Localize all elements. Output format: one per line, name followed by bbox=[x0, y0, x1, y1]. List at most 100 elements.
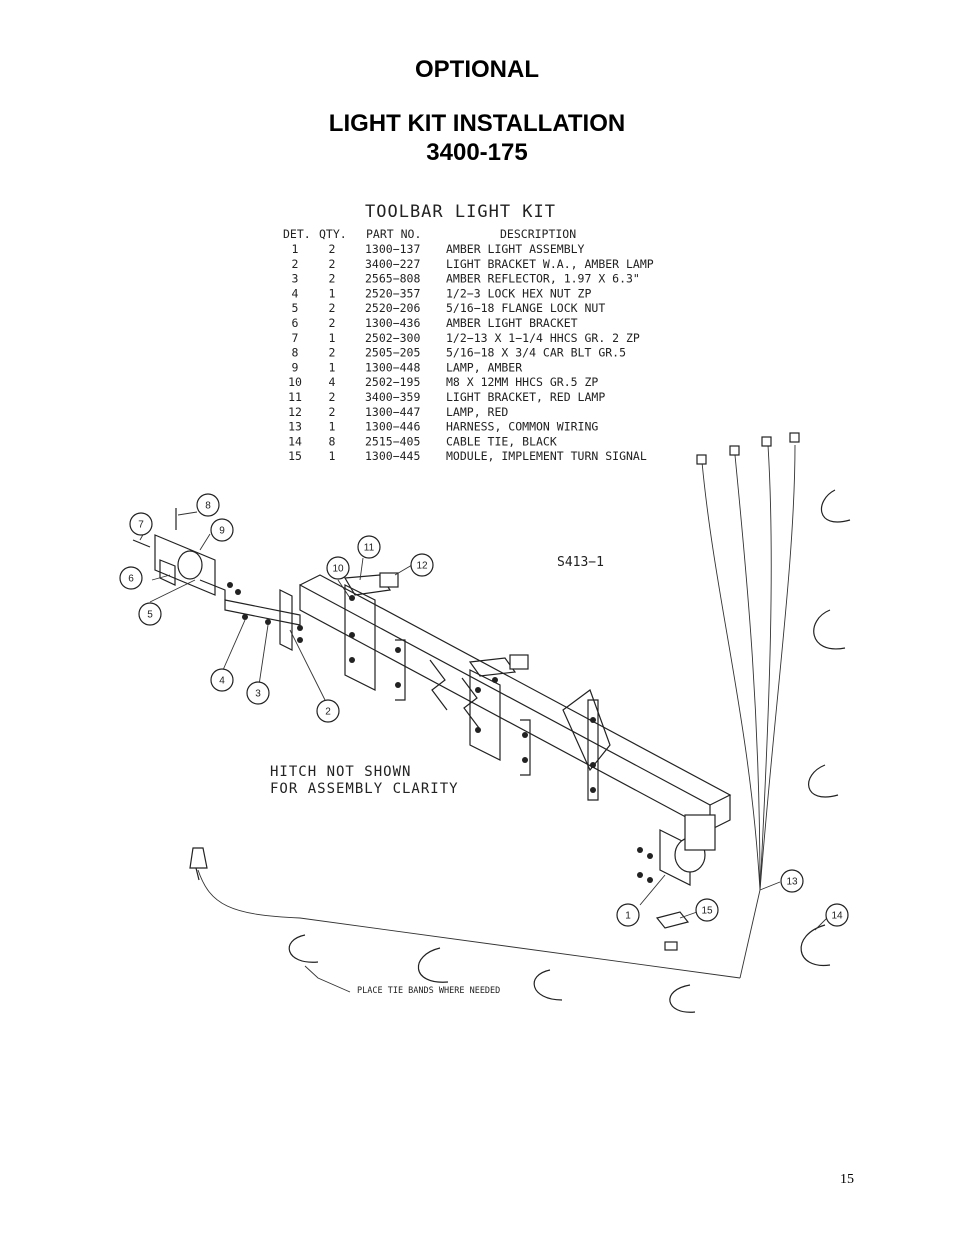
parts-row-qty: 2 bbox=[329, 405, 336, 419]
parts-row-det: 7 bbox=[292, 331, 299, 345]
parts-row-desc: HARNESS, COMMON WIRING bbox=[446, 420, 598, 434]
balloon-circle bbox=[316, 699, 340, 723]
balloon-label: 12 bbox=[416, 561, 428, 572]
drawing-code: S413−1 bbox=[557, 555, 604, 570]
parts-row-qty: 1 bbox=[329, 331, 336, 345]
parts-row-qty: 4 bbox=[329, 375, 336, 389]
parts-row-det: 9 bbox=[292, 360, 299, 374]
parts-row-part: 3400−227 bbox=[365, 257, 420, 271]
col-part-no: PART NO. bbox=[366, 227, 421, 241]
balloon-label: 1 bbox=[625, 911, 631, 922]
parts-row-part: 2505−205 bbox=[365, 346, 420, 360]
balloon-circle bbox=[825, 903, 849, 927]
cable-ties bbox=[288, 489, 851, 1013]
parts-row-desc: LIGHT BRACKET, RED LAMP bbox=[446, 390, 605, 404]
title-part-number: 3400-175 bbox=[426, 139, 528, 166]
parts-row-part: 2515−405 bbox=[365, 434, 420, 448]
parts-row-qty: 2 bbox=[329, 390, 336, 404]
parts-row-det: 10 bbox=[288, 375, 302, 389]
kit-title: TOOLBAR LIGHT KIT bbox=[365, 202, 556, 222]
left-amber-light-assembly bbox=[132, 508, 241, 600]
parts-row-det: 5 bbox=[292, 301, 299, 315]
parts-row-qty: 1 bbox=[329, 449, 336, 463]
parts-row-desc: LAMP, AMBER bbox=[446, 360, 522, 374]
balloon-circle bbox=[246, 681, 270, 705]
parts-row-part: 1300−446 bbox=[365, 420, 420, 434]
balloon-circle bbox=[196, 493, 220, 517]
title-optional: OPTIONAL bbox=[415, 56, 539, 83]
parts-row-desc: LAMP, RED bbox=[446, 405, 508, 419]
col-det: DET. bbox=[283, 227, 311, 241]
parts-row-det: 8 bbox=[292, 346, 299, 360]
parts-row-part: 1300−137 bbox=[365, 242, 420, 256]
balloon-label: 9 bbox=[219, 526, 225, 537]
balloon-circle bbox=[780, 869, 804, 893]
parts-row-part: 2502−300 bbox=[365, 331, 420, 345]
parts-row-det: 11 bbox=[288, 390, 302, 404]
balloon-circle bbox=[410, 553, 434, 577]
parts-row-part: 2565−808 bbox=[365, 272, 420, 286]
red-light-bracket-left bbox=[344, 572, 406, 701]
parts-row-qty: 1 bbox=[329, 420, 336, 434]
parts-row-qty: 1 bbox=[329, 286, 336, 300]
balloon-circle bbox=[129, 512, 153, 536]
balloon-label: 14 bbox=[831, 911, 843, 922]
parts-row-part: 1300−436 bbox=[365, 316, 420, 330]
parts-row-desc: AMBER LIGHT BRACKET bbox=[446, 316, 578, 330]
balloon-circle bbox=[616, 903, 640, 927]
page-number: 15 bbox=[840, 1172, 854, 1187]
parts-row-desc: 1/2−13 X 1−1/4 HHCS GR. 2 ZP bbox=[446, 331, 640, 345]
balloon-circle bbox=[138, 602, 162, 626]
parts-row-part: 1300−445 bbox=[365, 449, 420, 463]
parts-row-det: 15 bbox=[288, 449, 302, 463]
parts-row-desc: 5/16−18 FLANGE LOCK NUT bbox=[446, 301, 605, 315]
parts-row-desc: CABLE TIE, BLACK bbox=[446, 434, 557, 448]
parts-table: TOOLBAR LIGHT KIT DET. QTY. PART NO. DES… bbox=[283, 202, 654, 463]
left-light-bracket bbox=[224, 589, 303, 651]
parts-row-part: 2520−357 bbox=[365, 286, 420, 300]
balloon-label: 4 bbox=[219, 676, 225, 687]
balloon-circle bbox=[695, 898, 719, 922]
red-light-bracket-right bbox=[468, 654, 531, 776]
parts-row-qty: 2 bbox=[329, 301, 336, 315]
parts-row-part: 1300−448 bbox=[365, 360, 420, 374]
note-hitch-line2: FOR ASSEMBLY CLARITY bbox=[270, 781, 459, 797]
note-tie-bands: PLACE TIE BANDS WHERE NEEDED bbox=[357, 986, 500, 996]
parts-row-desc: LIGHT BRACKET W.A., AMBER LAMP bbox=[446, 257, 654, 271]
parts-row-det: 3 bbox=[292, 272, 299, 286]
note-hitch-line1: HITCH NOT SHOWN bbox=[270, 764, 411, 780]
parts-row-qty: 2 bbox=[329, 316, 336, 330]
parts-row-qty: 8 bbox=[329, 434, 336, 448]
balloon-label: 11 bbox=[364, 543, 375, 554]
parts-row-desc: 5/16−18 X 3/4 CAR BLT GR.5 bbox=[446, 346, 626, 360]
parts-row-det: 1 bbox=[292, 242, 299, 256]
balloon-label: 7 bbox=[138, 520, 144, 531]
parts-row-desc: MODULE, IMPLEMENT TURN SIGNAL bbox=[446, 449, 647, 463]
balloon-label: 10 bbox=[332, 564, 344, 575]
parts-row-qty: 2 bbox=[329, 346, 336, 360]
balloon-circle bbox=[210, 518, 234, 542]
parts-row-det: 12 bbox=[288, 405, 302, 419]
parts-row-desc: AMBER LIGHT ASSEMBLY bbox=[446, 242, 585, 256]
parts-row-qty: 2 bbox=[329, 242, 336, 256]
col-description: DESCRIPTION bbox=[500, 227, 576, 241]
parts-row-desc: AMBER REFLECTOR, 1.97 X 6.3" bbox=[446, 272, 640, 286]
turn-signal-module bbox=[655, 911, 690, 951]
parts-row-part: 2520−206 bbox=[365, 301, 420, 315]
parts-row-det: 14 bbox=[288, 434, 302, 448]
parts-row-det: 6 bbox=[292, 316, 299, 330]
parts-row-part: 2502−195 bbox=[365, 375, 420, 389]
balloon-label: 6 bbox=[128, 574, 134, 585]
right-amber-light-assembly bbox=[637, 814, 716, 886]
parts-row-det: 2 bbox=[292, 257, 299, 271]
parts-row-qty: 1 bbox=[329, 360, 336, 374]
balloon-label: 5 bbox=[147, 610, 153, 621]
balloon-label: 8 bbox=[205, 501, 211, 512]
parts-row-qty: 2 bbox=[329, 272, 336, 286]
balloon-circle bbox=[326, 556, 350, 580]
wiring-harness bbox=[189, 432, 800, 993]
parts-row-part: 1300−447 bbox=[365, 405, 420, 419]
col-qty: QTY. bbox=[319, 227, 347, 241]
